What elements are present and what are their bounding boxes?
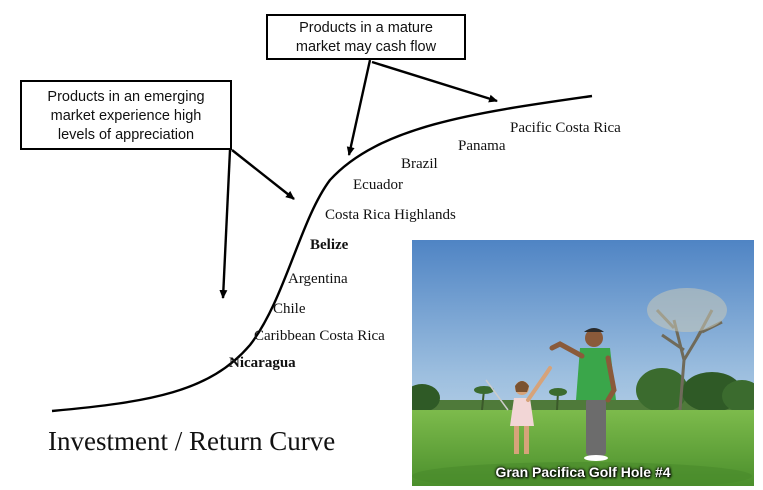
country-label-belize: Belize <box>310 237 349 253</box>
country-label-costa-rica-highlands: Costa Rica Highlands <box>325 207 456 223</box>
photo-caption: Gran Pacifica Golf Hole #4 <box>495 464 671 480</box>
diagram-title: Investment / Return Curve <box>48 426 336 456</box>
mature-callout-line-2: market may cash flow <box>295 39 437 55</box>
country-label-nicaragua: Nicaragua <box>229 355 296 371</box>
country-label-pacific-costa-rica: Pacific Costa Rica <box>510 120 621 136</box>
mature-arrow-right <box>371 60 498 103</box>
golf-photo: Gran Pacifica Golf Hole #4 <box>412 240 754 486</box>
mature-callout-line-1: Products in a mature <box>299 20 433 36</box>
emerging-arrow-down <box>219 149 232 299</box>
golf-scene-image <box>412 240 754 486</box>
country-label-caribbean-costa-rica: Caribbean Costa Rica <box>254 328 385 344</box>
country-label-argentina: Argentina <box>288 271 348 287</box>
emerging-market-callout: Products in an emerging market experienc… <box>20 80 232 150</box>
emerging-callout-line-3: levels of appreciation <box>57 127 195 143</box>
emerging-callout-line-2: market experience high <box>50 108 202 124</box>
investment-return-curve <box>51 94 593 413</box>
mature-arrow-curve <box>346 59 372 156</box>
country-label-chile: Chile <box>273 301 306 317</box>
emerging-callout-line-1: Products in an emerging <box>47 89 205 105</box>
emerging-arrow-curve <box>231 149 295 200</box>
mature-market-callout: Products in a mature market may cash flo… <box>266 14 466 60</box>
country-label-panama: Panama <box>458 138 506 154</box>
country-label-ecuador: Ecuador <box>353 177 403 193</box>
country-label-brazil: Brazil <box>401 156 438 172</box>
